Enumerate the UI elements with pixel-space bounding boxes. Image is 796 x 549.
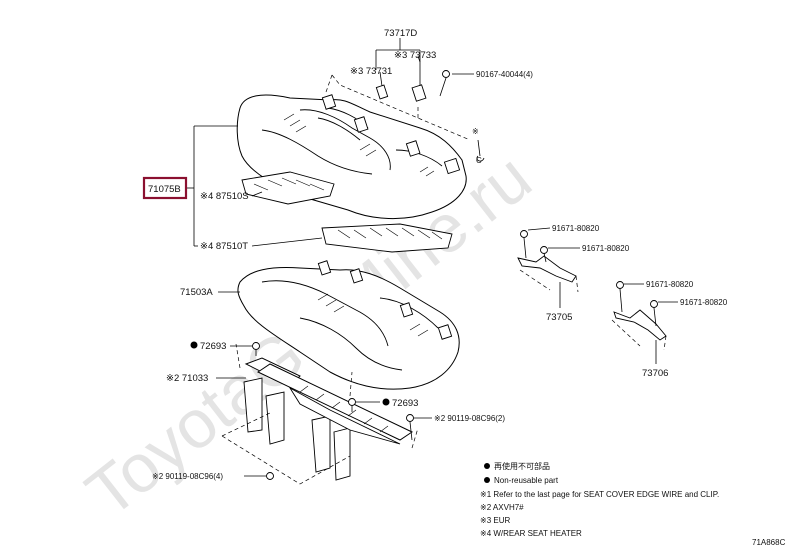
label-91671-80820-c[interactable]: 91671-80820	[646, 280, 694, 289]
label-73706[interactable]: 73706	[642, 368, 668, 379]
legend-dot-2	[484, 477, 490, 483]
label-71075B[interactable]: 71075B	[148, 184, 181, 195]
label-72693-b[interactable]: 72693	[392, 398, 418, 409]
bolt-90119-b[interactable]	[266, 472, 274, 480]
legend: 再使用不可部品 Non-reusable part ※1 Refer to th…	[480, 461, 719, 538]
seat-heater-upper[interactable]	[241, 171, 335, 205]
seat-cushion-frame[interactable]	[237, 267, 460, 390]
label-73733[interactable]: ※3 73733	[394, 50, 436, 61]
label-90119-08C96-4[interactable]: ※2 90119-08C96(4)	[152, 472, 223, 481]
cushion-clips	[321, 84, 461, 175]
hidden-outline-bottom	[221, 343, 419, 485]
label-71503A[interactable]: 71503A	[180, 287, 213, 298]
legend-line-3: ※1 Refer to the last page for SEAT COVER…	[480, 490, 719, 499]
label-73731[interactable]: ※3 73731	[350, 66, 392, 77]
label-87510S[interactable]: ※4 87510S	[200, 191, 249, 202]
label-71033[interactable]: ※2 71033	[166, 373, 208, 384]
non-reusable-marker-a	[190, 341, 198, 349]
legend-dot-1	[484, 463, 490, 469]
label-90167-40044[interactable]: 90167-40044(4)	[476, 70, 533, 79]
highlight-box-71075B	[142, 176, 188, 200]
label-c[interactable]: C	[476, 156, 482, 165]
bolt-90119-a[interactable]	[406, 414, 414, 441]
label-91671-80820-b[interactable]: 91671-80820	[582, 244, 630, 253]
leader-lines	[186, 38, 678, 477]
legend-line-2: Non-reusable part	[494, 476, 559, 485]
hook-73705[interactable]	[517, 230, 579, 293]
label-note1-marker: ※	[472, 127, 479, 136]
label-91671-80820-a[interactable]: 91671-80820	[552, 224, 600, 233]
label-87510T[interactable]: ※4 87510T	[200, 241, 248, 252]
non-reusable-marker-b	[382, 398, 390, 406]
nut-72693-a[interactable]	[252, 342, 260, 357]
label-72693-a[interactable]: 72693	[200, 341, 226, 352]
figure-id: 71A868C	[752, 538, 786, 547]
label-91671-80820-d[interactable]: 91671-80820	[680, 298, 728, 307]
clip-c[interactable]	[476, 139, 485, 162]
seat-lower-frame[interactable]	[243, 357, 414, 481]
legend-line-1: 再使用不可部品	[494, 461, 550, 471]
label-73717D[interactable]: 73717D	[384, 28, 417, 39]
nut-72693-b[interactable]	[348, 398, 356, 413]
hidden-outline-top	[325, 74, 471, 141]
label-73705[interactable]: 73705	[546, 312, 572, 323]
bolt-90167[interactable]	[439, 70, 450, 97]
seat-heater-lower[interactable]	[321, 223, 453, 253]
legend-line-4: ※2 AXVH7#	[480, 503, 524, 512]
legend-line-5: ※3 EUR	[480, 516, 510, 525]
label-90119-08C96-2[interactable]: ※2 90119-08C96(2)	[434, 414, 505, 423]
legend-line-6: ※4 W/REAR SEAT HEATER	[480, 529, 582, 538]
frame-clips	[317, 260, 453, 340]
hook-73706[interactable]	[611, 281, 667, 351]
